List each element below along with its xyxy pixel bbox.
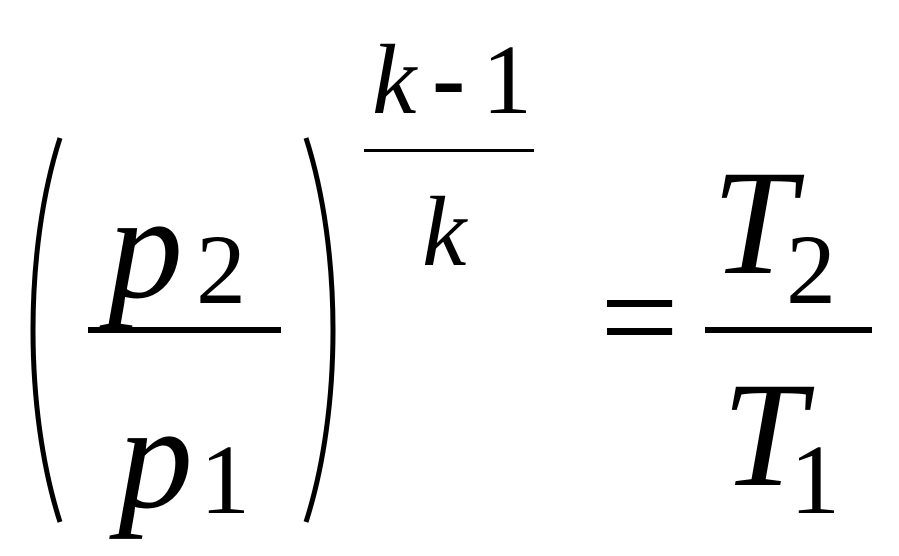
exponent-fraction-bar — [364, 149, 534, 152]
numerator-p-subscript: 2 — [196, 214, 246, 325]
left-parenthesis — [30, 137, 63, 523]
numerator-T-subscript: 2 — [786, 214, 836, 325]
base-fraction-bar — [88, 327, 281, 333]
numerator-T: T — [712, 140, 796, 306]
denominator-p-subscript: 1 — [200, 424, 250, 535]
exponent-minus-sign: - — [432, 22, 466, 133]
equals-sign: = — [600, 240, 679, 395]
right-fraction-bar — [705, 327, 872, 333]
denominator-T-subscript: 1 — [790, 424, 840, 535]
exponent-constant-one: 1 — [482, 24, 532, 135]
denominator-p: p — [118, 374, 193, 540]
right-parenthesis — [303, 137, 336, 523]
exponent-numerator-k: k — [372, 24, 417, 135]
denominator-T: T — [722, 352, 806, 518]
numerator-p: p — [108, 164, 183, 330]
exponent-denominator-k: k — [422, 176, 467, 287]
